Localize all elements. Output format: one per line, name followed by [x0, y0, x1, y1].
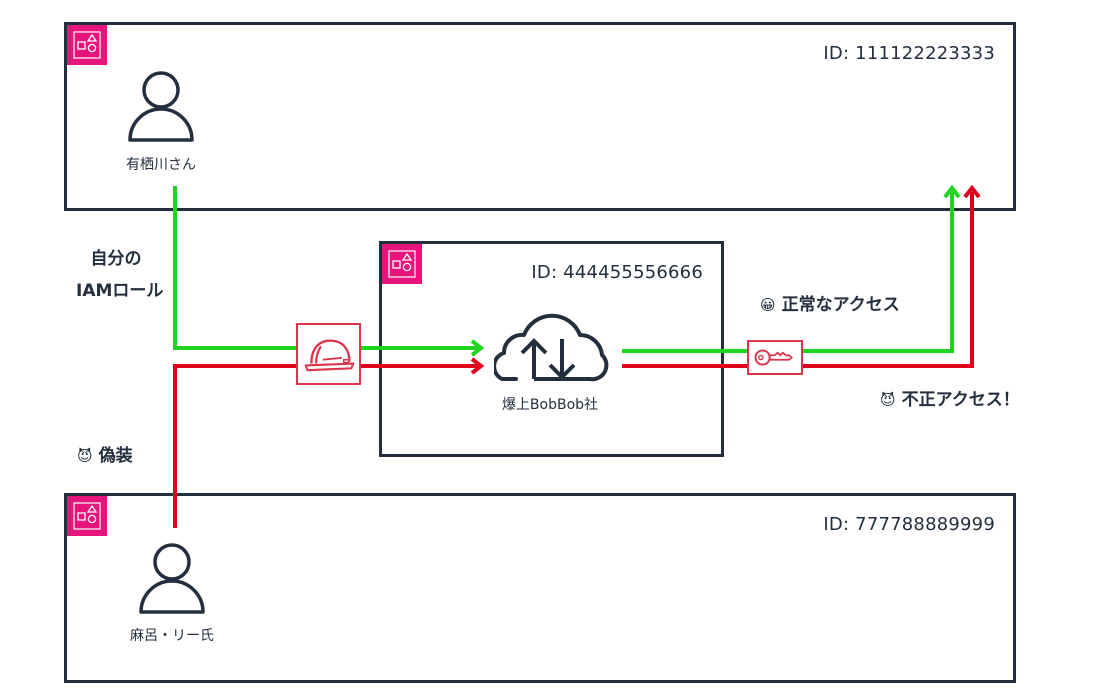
devil-emoji-icon: 😈	[77, 447, 93, 465]
malicious-flow-line-in	[173, 364, 478, 528]
access-key-icon	[747, 340, 803, 375]
iam-role-icon	[296, 323, 361, 385]
account-group-bottom: ID: 777788889999	[64, 493, 1016, 683]
own-iam-role-annotation: 自分の IAMロール	[76, 243, 164, 307]
devil-emoji-icon: 😈	[880, 391, 896, 409]
account-group-top: ID: 111122223333	[64, 22, 1016, 211]
legit-flow-arrowhead-out	[943, 184, 961, 199]
aws-account-icon	[382, 244, 422, 284]
malicious-flow-arrowhead-in	[470, 357, 485, 375]
aws-account-icon	[67, 25, 107, 65]
malicious-flow-arrowhead-out	[963, 184, 981, 199]
account-id-label: ID: 777788889999	[823, 514, 995, 535]
service-name-label: 爆上BobBob社	[501, 397, 599, 413]
disguise-text: 偽装	[98, 446, 133, 466]
account-id-label: ID: 444455556666	[531, 262, 703, 283]
own-iam-role-line2: IAMロール	[76, 281, 164, 301]
legit-flow-line-out	[622, 192, 954, 353]
user-icon	[139, 542, 205, 614]
user-name-label: 麻呂・リー氏	[130, 628, 214, 644]
cloud-upload-download-icon	[494, 311, 612, 383]
own-iam-role-line1: 自分の	[90, 249, 142, 269]
normal-access-annotation: 😀 正常なアクセス	[760, 290, 900, 315]
legit-flow-arrowhead-in	[470, 339, 485, 357]
normal-access-text: 正常なアクセス	[781, 295, 900, 315]
disguise-annotation: 😈 偽装	[77, 441, 133, 466]
user-icon	[128, 70, 194, 142]
legit-flow-line-in	[173, 186, 478, 350]
aws-account-icon	[67, 496, 107, 536]
illegal-access-annotation: 😈 不正アクセス！	[880, 385, 1020, 410]
grinning-face-emoji-icon: 😀	[760, 296, 776, 314]
user-name-label: 有栖川さん	[126, 157, 196, 173]
illegal-access-text: 不正アクセス！	[901, 390, 1020, 410]
account-id-label: ID: 111122223333	[823, 43, 995, 64]
malicious-flow-line-out	[622, 192, 974, 368]
